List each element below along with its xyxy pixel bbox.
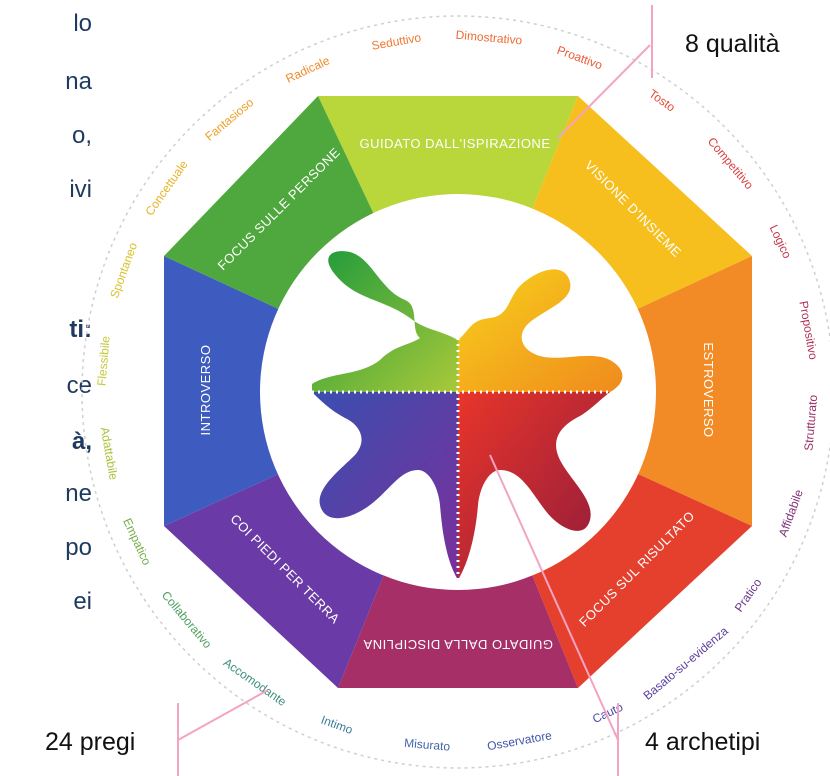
blob-top-right [458,269,623,392]
outer-dashed-circle [81,15,830,769]
virtue-label: Seduttivo [370,30,422,53]
side-text-line: po [65,534,92,561]
side-text-line: à, [71,428,92,455]
central-blob [312,251,623,582]
virtue-label: Dimostrativo [455,28,523,48]
callout-line-qualities [557,44,651,139]
virtue-label: Fantasioso [202,95,256,144]
quality-label: ESTROVERSO [701,342,716,437]
blob-bottom-left [312,392,458,580]
side-text-line: ivi [69,176,92,203]
virtue-label: Flessibile [94,335,112,386]
quality-label: INTROVERSO [198,345,213,436]
callout-archetypes: 4 archetipi [645,728,761,756]
side-text-line: na [65,68,92,95]
side-text-line: ei [73,588,92,615]
callout-virtues: 24 pregi [45,728,136,756]
virtue-label: Propositivo [796,300,820,361]
virtue-label: Radicale [284,53,333,86]
virtue-label: Cauto [590,700,625,726]
virtue-label: Strutturato [801,394,820,451]
virtue-label: Empatico [120,516,154,568]
side-text-fragment: lo na o, ivi ti: ce à, ne po ei [0,0,100,776]
virtue-label: Collaborativo [159,588,215,651]
virtue-label: Accomodante [221,655,289,709]
virtue-label: Affidabile [776,487,806,538]
callout-qualities: 8 qualità [685,30,780,58]
side-text-line: ce [66,372,92,399]
virtue-label: Tosto [646,87,678,115]
virtue-label: Competitivo [705,135,757,193]
virtue-label: Misurato [404,736,451,754]
blob-top-left [312,251,458,392]
virtue-label: Logico [767,223,795,261]
callout-line-archetypes [489,454,619,741]
side-text-line: ti: [69,316,92,343]
virtue-label: Pratico [732,576,765,615]
side-text-line: o, [71,122,92,149]
side-text-line: ne [65,480,92,507]
virtue-label: Intimo [319,713,355,737]
blob-bottom-right [458,392,610,580]
virtue-label: Proattivo [555,43,605,72]
quality-label: GUIDATO DALL'ISPIRAZIONE [360,136,551,151]
quality-label: GUIDATO DALLA DISCIPLINA [363,637,553,652]
virtue-label: Osservatore [486,728,553,753]
virtue-label: Concettuale [142,157,190,218]
virtue-label: Adattabile [98,426,121,481]
callout-line-virtues [177,689,269,741]
virtue-label: Spontaneo [107,240,140,300]
callout-lines [177,5,653,776]
side-text-line: lo [73,10,92,37]
